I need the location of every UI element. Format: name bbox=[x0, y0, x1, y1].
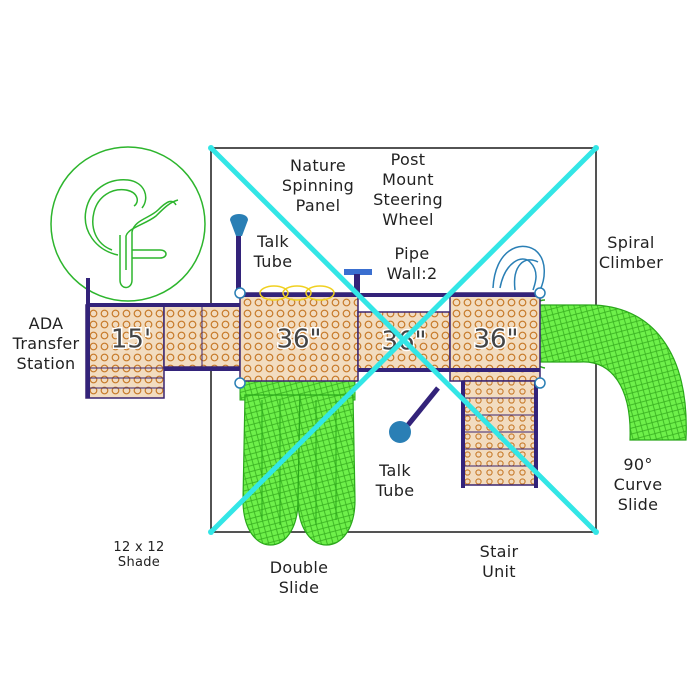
talk-tube-bottom-label: Talk Tube bbox=[375, 461, 415, 500]
stair-unit-label: Stair Unit bbox=[479, 542, 519, 581]
cf-logo-icon bbox=[50, 146, 206, 302]
talk-tube-top-label: Talk Tube bbox=[253, 232, 293, 271]
spiral-climber bbox=[492, 245, 545, 291]
shade-label: 12 x 12 Shade bbox=[113, 540, 165, 570]
spiral-climber-label: Spiral Climber bbox=[598, 233, 664, 272]
ada-station-label: ADA Transfer Station bbox=[12, 314, 80, 373]
nature-spinning-panel bbox=[259, 285, 335, 301]
ada-deck-height-label: 15' bbox=[111, 325, 151, 355]
deck-group bbox=[239, 292, 541, 382]
deck-1-height-label: 36" bbox=[276, 325, 321, 355]
talk-tube-bottom-icon bbox=[389, 386, 440, 443]
steering-wheel-label: Post Mount Steering Wheel bbox=[373, 150, 443, 229]
steering-wheel-icon bbox=[344, 269, 372, 294]
nature-panel-label: Nature Spinning Panel bbox=[281, 156, 355, 215]
ada-transfer-station bbox=[85, 278, 241, 399]
pipe-wall-label: Pipe Wall:2 bbox=[386, 244, 438, 283]
talk-tube-top-icon bbox=[230, 214, 248, 292]
post-markers bbox=[234, 287, 546, 389]
curve-slide-label: 90° Curve Slide bbox=[613, 455, 663, 514]
deck-3-height-label: 36" bbox=[473, 325, 518, 355]
shade-cross bbox=[208, 145, 599, 535]
double-slide-label: Double Slide bbox=[269, 558, 329, 597]
double-slide bbox=[239, 353, 356, 546]
curve-slide bbox=[525, 299, 687, 441]
